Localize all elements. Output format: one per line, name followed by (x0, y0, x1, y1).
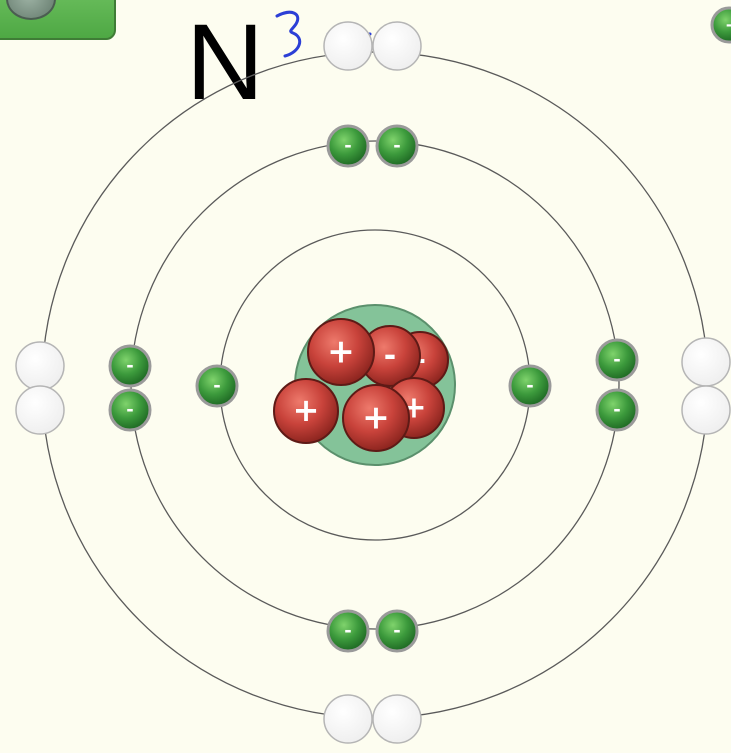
electron[interactable]: - (195, 364, 239, 408)
electron-label: - (393, 621, 400, 642)
proton-label: + (327, 332, 355, 371)
electron[interactable]: - (326, 124, 370, 168)
empty-electron-slot[interactable] (372, 694, 422, 744)
electron-label: - (126, 400, 133, 421)
element-symbol: N (186, 1, 264, 122)
electron[interactable]: - (595, 388, 639, 432)
empty-electron-slot[interactable] (323, 21, 373, 71)
empty-electron-slot[interactable] (372, 21, 422, 71)
electron[interactable]: - (508, 364, 552, 408)
handwritten-three-stroke (275, 10, 302, 58)
electron-label: - (213, 376, 220, 397)
empty-electron-slot[interactable] (681, 385, 731, 435)
electron-label: - (344, 621, 351, 642)
proton[interactable]: + (307, 318, 375, 386)
electron-label: - (526, 376, 533, 397)
proton[interactable]: + (342, 384, 410, 452)
proton-label: - (384, 339, 396, 374)
electron[interactable]: - (595, 338, 639, 382)
proton-label: + (362, 398, 390, 437)
electron[interactable]: - (326, 609, 370, 653)
proton[interactable]: + (273, 378, 339, 444)
electron-label: - (393, 136, 400, 157)
empty-electron-slot[interactable] (15, 341, 65, 391)
proton-label: + (293, 391, 320, 429)
electron-label: - (126, 356, 133, 377)
empty-electron-slot[interactable] (681, 337, 731, 387)
empty-electron-slot[interactable] (15, 385, 65, 435)
reset-button[interactable] (0, 0, 116, 40)
electron[interactable]: - (375, 609, 419, 653)
electron-icon[interactable]: - (710, 6, 731, 44)
electron[interactable]: - (108, 344, 152, 388)
electron[interactable]: - (375, 124, 419, 168)
electron-label: - (613, 350, 620, 371)
electron-label: - (726, 16, 731, 34)
electron[interactable]: - (108, 388, 152, 432)
nucleus-particle[interactable]: - (359, 325, 421, 387)
electron-label: - (344, 136, 351, 157)
empty-electron-slot[interactable] (323, 694, 373, 744)
electron-label: - (613, 400, 620, 421)
